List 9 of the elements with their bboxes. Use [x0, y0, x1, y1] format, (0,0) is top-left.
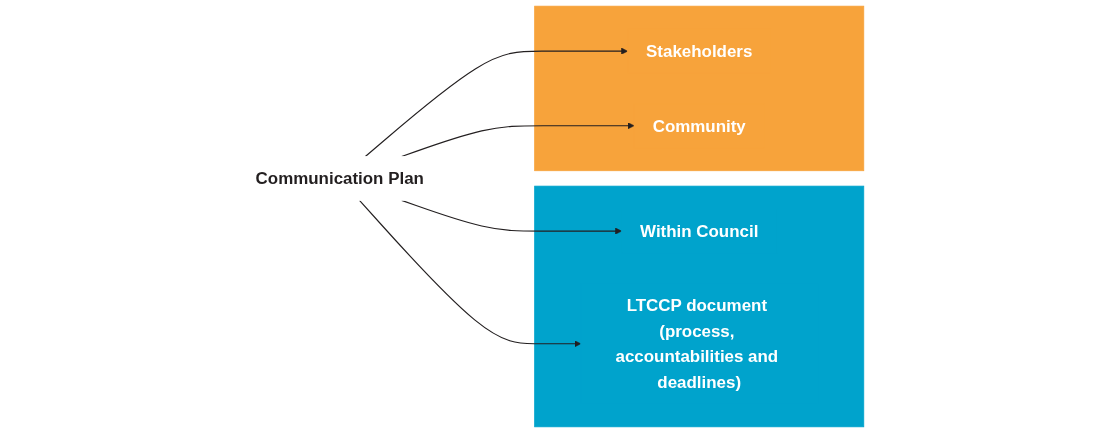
- node-text: LTCCP document (process, accountabilities and deadlines): [615, 296, 778, 392]
- node-text: Community: [652, 116, 746, 136]
- cluster: [533, 185, 864, 428]
- node-text: Stakeholders: [645, 41, 752, 61]
- cluster: [533, 5, 864, 172]
- node-text: Communication Plan: [255, 168, 424, 189]
- arrow: [358, 199, 581, 348]
- arrow: [364, 47, 628, 158]
- node-text: Within Council: [639, 221, 758, 241]
